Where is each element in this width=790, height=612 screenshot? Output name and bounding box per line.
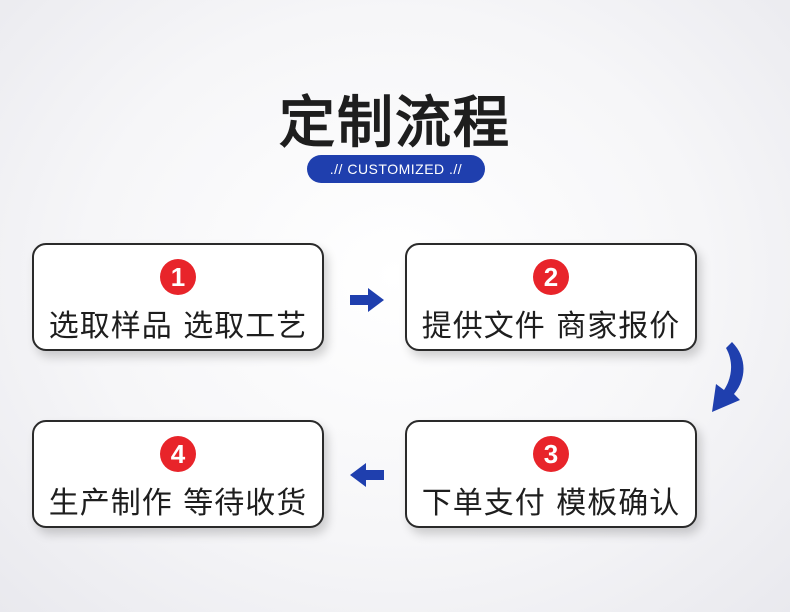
step-card-4: 4 生产制作 等待收货 (32, 420, 324, 528)
step-label-1: 选取样品 选取工艺 (48, 309, 308, 344)
step-card-2: 2 提供文件 商家报价 (405, 243, 697, 351)
step-label-4: 生产制作 等待收货 (48, 486, 308, 521)
step-label-3: 下单支付 模板确认 (421, 486, 681, 521)
arrow-right-icon (350, 288, 384, 312)
step-card-3: 3 下单支付 模板确认 (405, 420, 697, 528)
arrow-left-icon (350, 463, 384, 487)
step-number-2: 2 (533, 259, 569, 295)
step-label-2: 提供文件 商家报价 (421, 309, 681, 344)
step-number-3: 3 (533, 436, 569, 472)
page-title: 定制流程 (279, 91, 511, 156)
step-number-4: 4 (160, 436, 196, 472)
curved-arrow-down-icon (712, 342, 744, 412)
subtitle-badge: .// CUSTOMIZED .// (307, 155, 485, 183)
step-card-1: 1 选取样品 选取工艺 (32, 243, 324, 351)
step-number-1: 1 (160, 259, 196, 295)
